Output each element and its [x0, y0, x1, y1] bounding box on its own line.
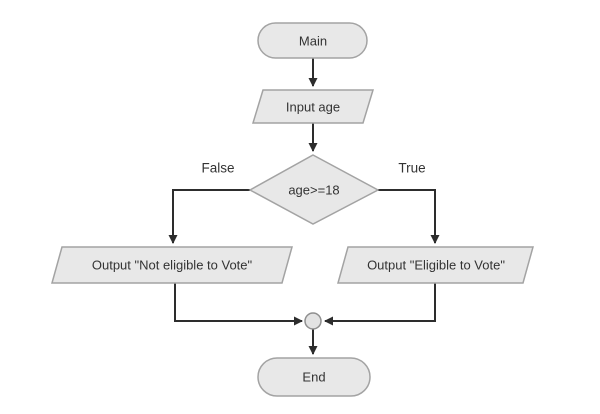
- arrow-not-eligible-to-junction: [174, 283, 303, 326]
- output-not-eligible-node: [51, 246, 293, 284]
- start-node-label: Main: [299, 33, 327, 48]
- junction-connector: [304, 312, 322, 330]
- output-eligible-label: Output "Eligible to Vote": [367, 257, 505, 272]
- input-age-node: [251, 89, 375, 124]
- arrow-eligible-to-junction: [324, 283, 436, 326]
- start-node: [257, 22, 368, 59]
- arrow-false-branch: [168, 189, 250, 244]
- decision-node: [248, 154, 380, 225]
- decision-label: age>=18: [288, 182, 339, 197]
- true-branch-label: True: [398, 161, 425, 176]
- output-eligible-node: [337, 246, 534, 284]
- false-branch-label: False: [201, 161, 234, 176]
- input-age-label: Input age: [286, 99, 340, 114]
- end-node: [257, 357, 371, 397]
- arrow-true-branch: [378, 189, 440, 244]
- output-not-eligible-label: Output "Not eligible to Vote": [92, 257, 253, 272]
- end-node-label: End: [302, 369, 325, 384]
